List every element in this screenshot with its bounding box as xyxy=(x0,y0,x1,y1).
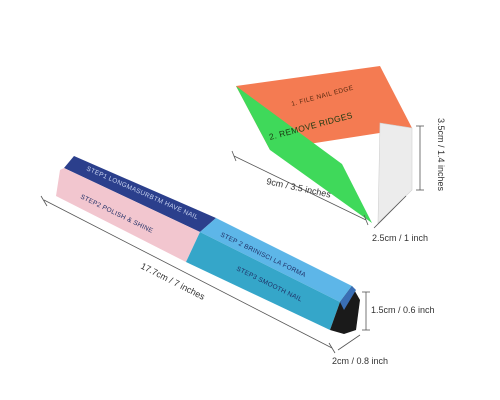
stick-width-label: 2cm / 0.8 inch xyxy=(332,356,388,366)
stick-end-cap xyxy=(330,286,360,334)
block-height-label: 3.5cm / 1.4 inches xyxy=(436,118,446,192)
block-front-face xyxy=(236,86,372,223)
block-side-face xyxy=(377,122,413,224)
stick-height-label: 1.5cm / 0.6 inch xyxy=(371,305,435,315)
buffer-block: 1. FILE NAIL EDGE 2. REMOVE RIDGES xyxy=(236,66,413,224)
stick-end-cap-highlight xyxy=(340,286,356,310)
stick-side-face-pink xyxy=(56,168,200,262)
stick-top-face-blue xyxy=(200,218,352,302)
stick-side-face-teal xyxy=(186,232,340,330)
stick-top-face-navy xyxy=(64,156,216,232)
block-depth-label: 2.5cm / 1 inch xyxy=(372,233,428,243)
buffer-stick: STEP1 LONGMASURBTM HAVE NAIL STEP2 POLIS… xyxy=(56,156,360,334)
